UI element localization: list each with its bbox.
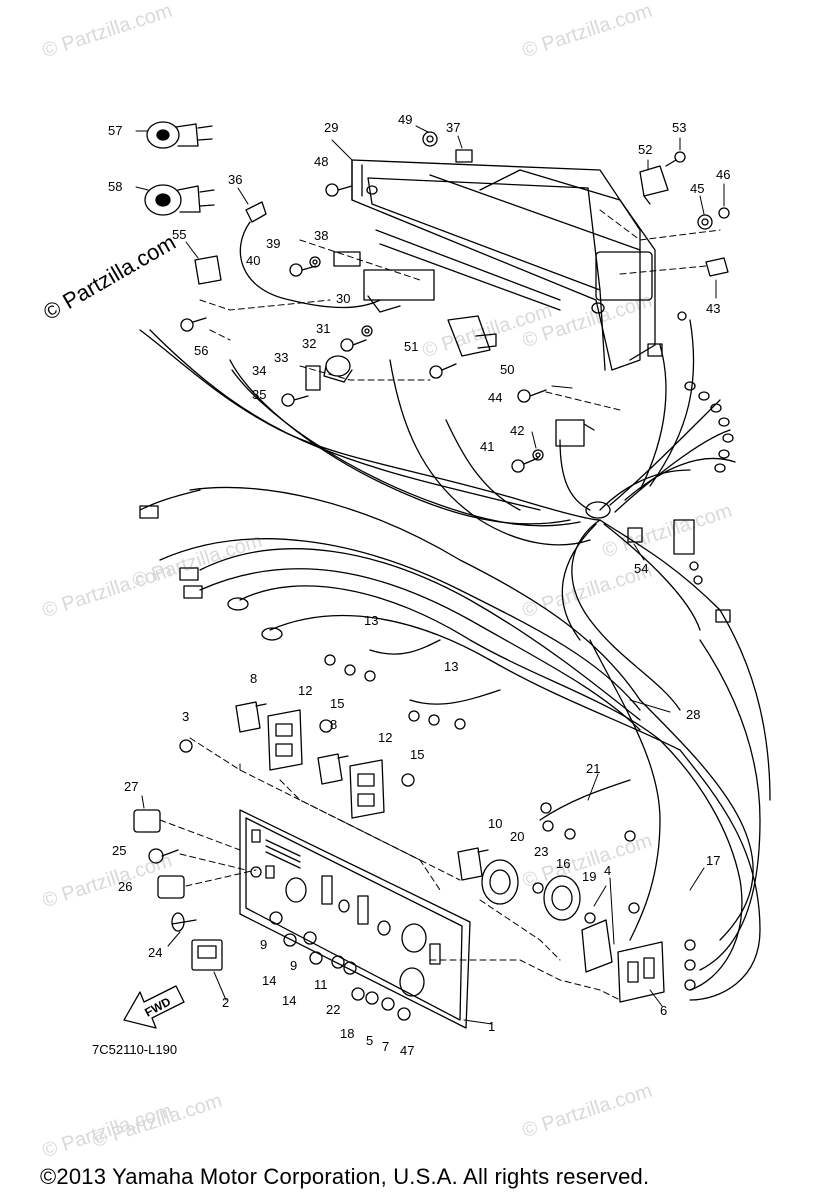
callout-11: 11: [314, 977, 328, 992]
connector-58-icon: [144, 184, 215, 216]
callout-2: 2: [222, 995, 230, 1010]
callout-18: 18: [340, 1026, 355, 1041]
callout-1: 1: [488, 1019, 496, 1034]
front-panel: [239, 809, 471, 1029]
callout-58: 58: [108, 179, 123, 194]
callout-22: 22: [326, 1002, 341, 1017]
callout-39: 39: [266, 236, 281, 251]
callout-6: 6: [660, 1003, 668, 1018]
circuit-breaker-icon: [235, 701, 489, 881]
callout-19: 19: [582, 869, 597, 884]
assembly-line: [159, 209, 721, 1001]
callout-17: 17: [706, 853, 721, 868]
callout-40: 40: [246, 253, 261, 268]
callout-4: 4: [604, 863, 612, 878]
callout-56: 56: [194, 343, 209, 358]
receptacle-icon: [481, 859, 665, 1003]
diagram-code: 7C52110-L190: [92, 1042, 178, 1057]
callout-55: 55: [172, 227, 187, 242]
copyright-notice: ©2013 Yamaha Motor Corporation, U.S.A. A…: [40, 1164, 650, 1189]
leader-line: [135, 125, 725, 1025]
callout-31: 31: [316, 321, 331, 336]
callout-20: 20: [510, 829, 525, 844]
callout-24: 24: [148, 945, 163, 960]
callout-13: 13: [364, 613, 379, 628]
callout-14: 14: [282, 993, 297, 1008]
callout-15: 15: [410, 747, 425, 762]
bracket-frame: [351, 159, 656, 371]
callout-44: 44: [488, 390, 503, 405]
callout-12: 12: [298, 683, 313, 698]
callout-7: 7: [382, 1039, 390, 1054]
callout-49: 49: [398, 112, 413, 127]
panel-screw-icon: [269, 911, 411, 1021]
callout-36: 36: [228, 172, 243, 187]
callout-30: 30: [336, 291, 351, 306]
callout-29: 29: [324, 120, 339, 135]
wire-terminal-icon: [139, 311, 734, 991]
callout-34: 34: [252, 363, 267, 378]
callout-9: 9: [290, 958, 298, 973]
callout-51: 51: [404, 339, 419, 354]
callout-57: 57: [108, 123, 123, 138]
screw-icon: [180, 131, 730, 473]
callout-8: 8: [250, 671, 258, 686]
callout-3: 3: [182, 709, 190, 724]
connector-57-icon: [146, 121, 213, 149]
callout-10: 10: [488, 816, 503, 831]
callout-54: 54: [634, 561, 649, 576]
callout-12: 12: [378, 730, 393, 745]
callout-21: 21: [586, 761, 601, 776]
callout-45: 45: [690, 181, 705, 196]
callout-8: 8: [330, 717, 338, 732]
callout-13: 13: [444, 659, 459, 674]
switch-icon: [133, 809, 223, 971]
callout-47: 47: [400, 1043, 415, 1058]
callout-15: 15: [330, 696, 345, 711]
callout-50: 50: [500, 362, 515, 377]
callout-46: 46: [716, 167, 731, 182]
callout-42: 42: [510, 423, 525, 438]
callout-25: 25: [112, 843, 127, 858]
callout-27: 27: [124, 779, 139, 794]
callout-37: 37: [446, 120, 461, 135]
callout-53: 53: [672, 120, 687, 135]
callout-16: 16: [556, 856, 571, 871]
callout-38: 38: [314, 228, 329, 243]
fwd-arrow-icon: [123, 985, 185, 1029]
callout-14: 14: [262, 973, 277, 988]
callout-5: 5: [366, 1033, 374, 1048]
callout-33: 33: [274, 350, 289, 365]
callout-32: 32: [302, 336, 317, 351]
callout-35: 35: [252, 387, 267, 402]
relay-icon: [194, 165, 729, 543]
outlet-icon: [179, 709, 415, 819]
callout-9: 9: [260, 937, 268, 952]
callout-52: 52: [638, 142, 653, 157]
callout-26: 26: [118, 879, 133, 894]
callout-28: 28: [686, 707, 701, 722]
callout-43: 43: [706, 301, 721, 316]
callout-41: 41: [480, 439, 495, 454]
callout-23: 23: [534, 844, 549, 859]
callout-48: 48: [314, 154, 329, 169]
wiring-harness: [139, 221, 771, 1001]
